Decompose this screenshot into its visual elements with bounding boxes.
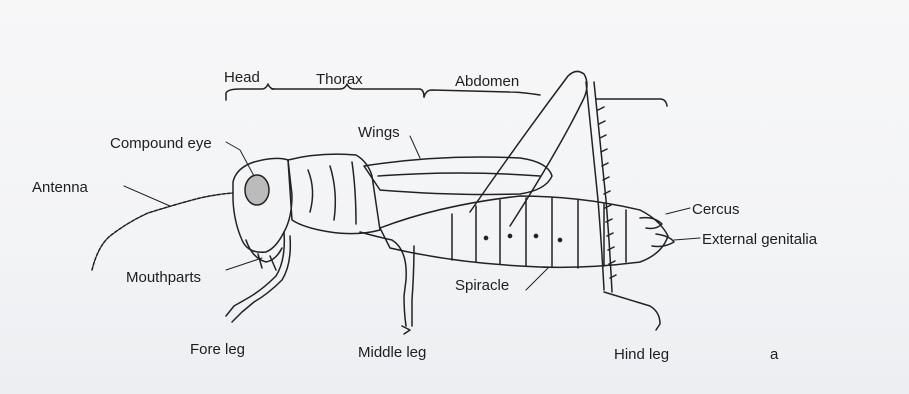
leader-wings bbox=[410, 136, 420, 158]
label-compound-eye: Compound eye bbox=[110, 136, 212, 151]
compound-eye bbox=[245, 175, 269, 205]
label-fore-leg: Fore leg bbox=[190, 342, 245, 357]
hind-leg-tarsus bbox=[604, 292, 660, 330]
label-wings: Wings bbox=[358, 125, 400, 140]
label-panel-a: a bbox=[770, 347, 778, 362]
abdomen-outline bbox=[380, 196, 668, 267]
antenna bbox=[92, 193, 233, 270]
leader-mouthparts bbox=[226, 258, 262, 270]
head-outline bbox=[233, 158, 292, 252]
label-mouthparts: Mouthparts bbox=[126, 270, 201, 285]
leader-antenna bbox=[124, 186, 170, 206]
label-cercus: Cercus bbox=[692, 202, 740, 217]
leader-spiracle bbox=[526, 268, 548, 290]
fore-leg bbox=[226, 232, 290, 322]
label-external-genitalia: External genitalia bbox=[702, 232, 817, 247]
hind-bracket bbox=[596, 99, 667, 106]
hind-leg-femur bbox=[470, 71, 587, 226]
leader-compound-eye bbox=[226, 142, 254, 176]
head-bracket bbox=[226, 84, 274, 100]
label-thorax: Thorax bbox=[316, 72, 363, 87]
leader-cercus bbox=[666, 208, 690, 214]
label-head: Head bbox=[224, 70, 260, 85]
abdomen-bracket bbox=[424, 90, 540, 97]
leader-genitalia bbox=[674, 238, 700, 240]
middle-leg bbox=[360, 232, 414, 334]
label-abdomen: Abdomen bbox=[455, 74, 519, 89]
label-spiracle: Spiracle bbox=[455, 278, 509, 293]
label-middle-leg: Middle leg bbox=[358, 345, 426, 360]
label-antenna: Antenna bbox=[32, 180, 88, 195]
hind-leg-tibia bbox=[586, 82, 612, 292]
label-hind-leg: Hind leg bbox=[614, 347, 669, 362]
